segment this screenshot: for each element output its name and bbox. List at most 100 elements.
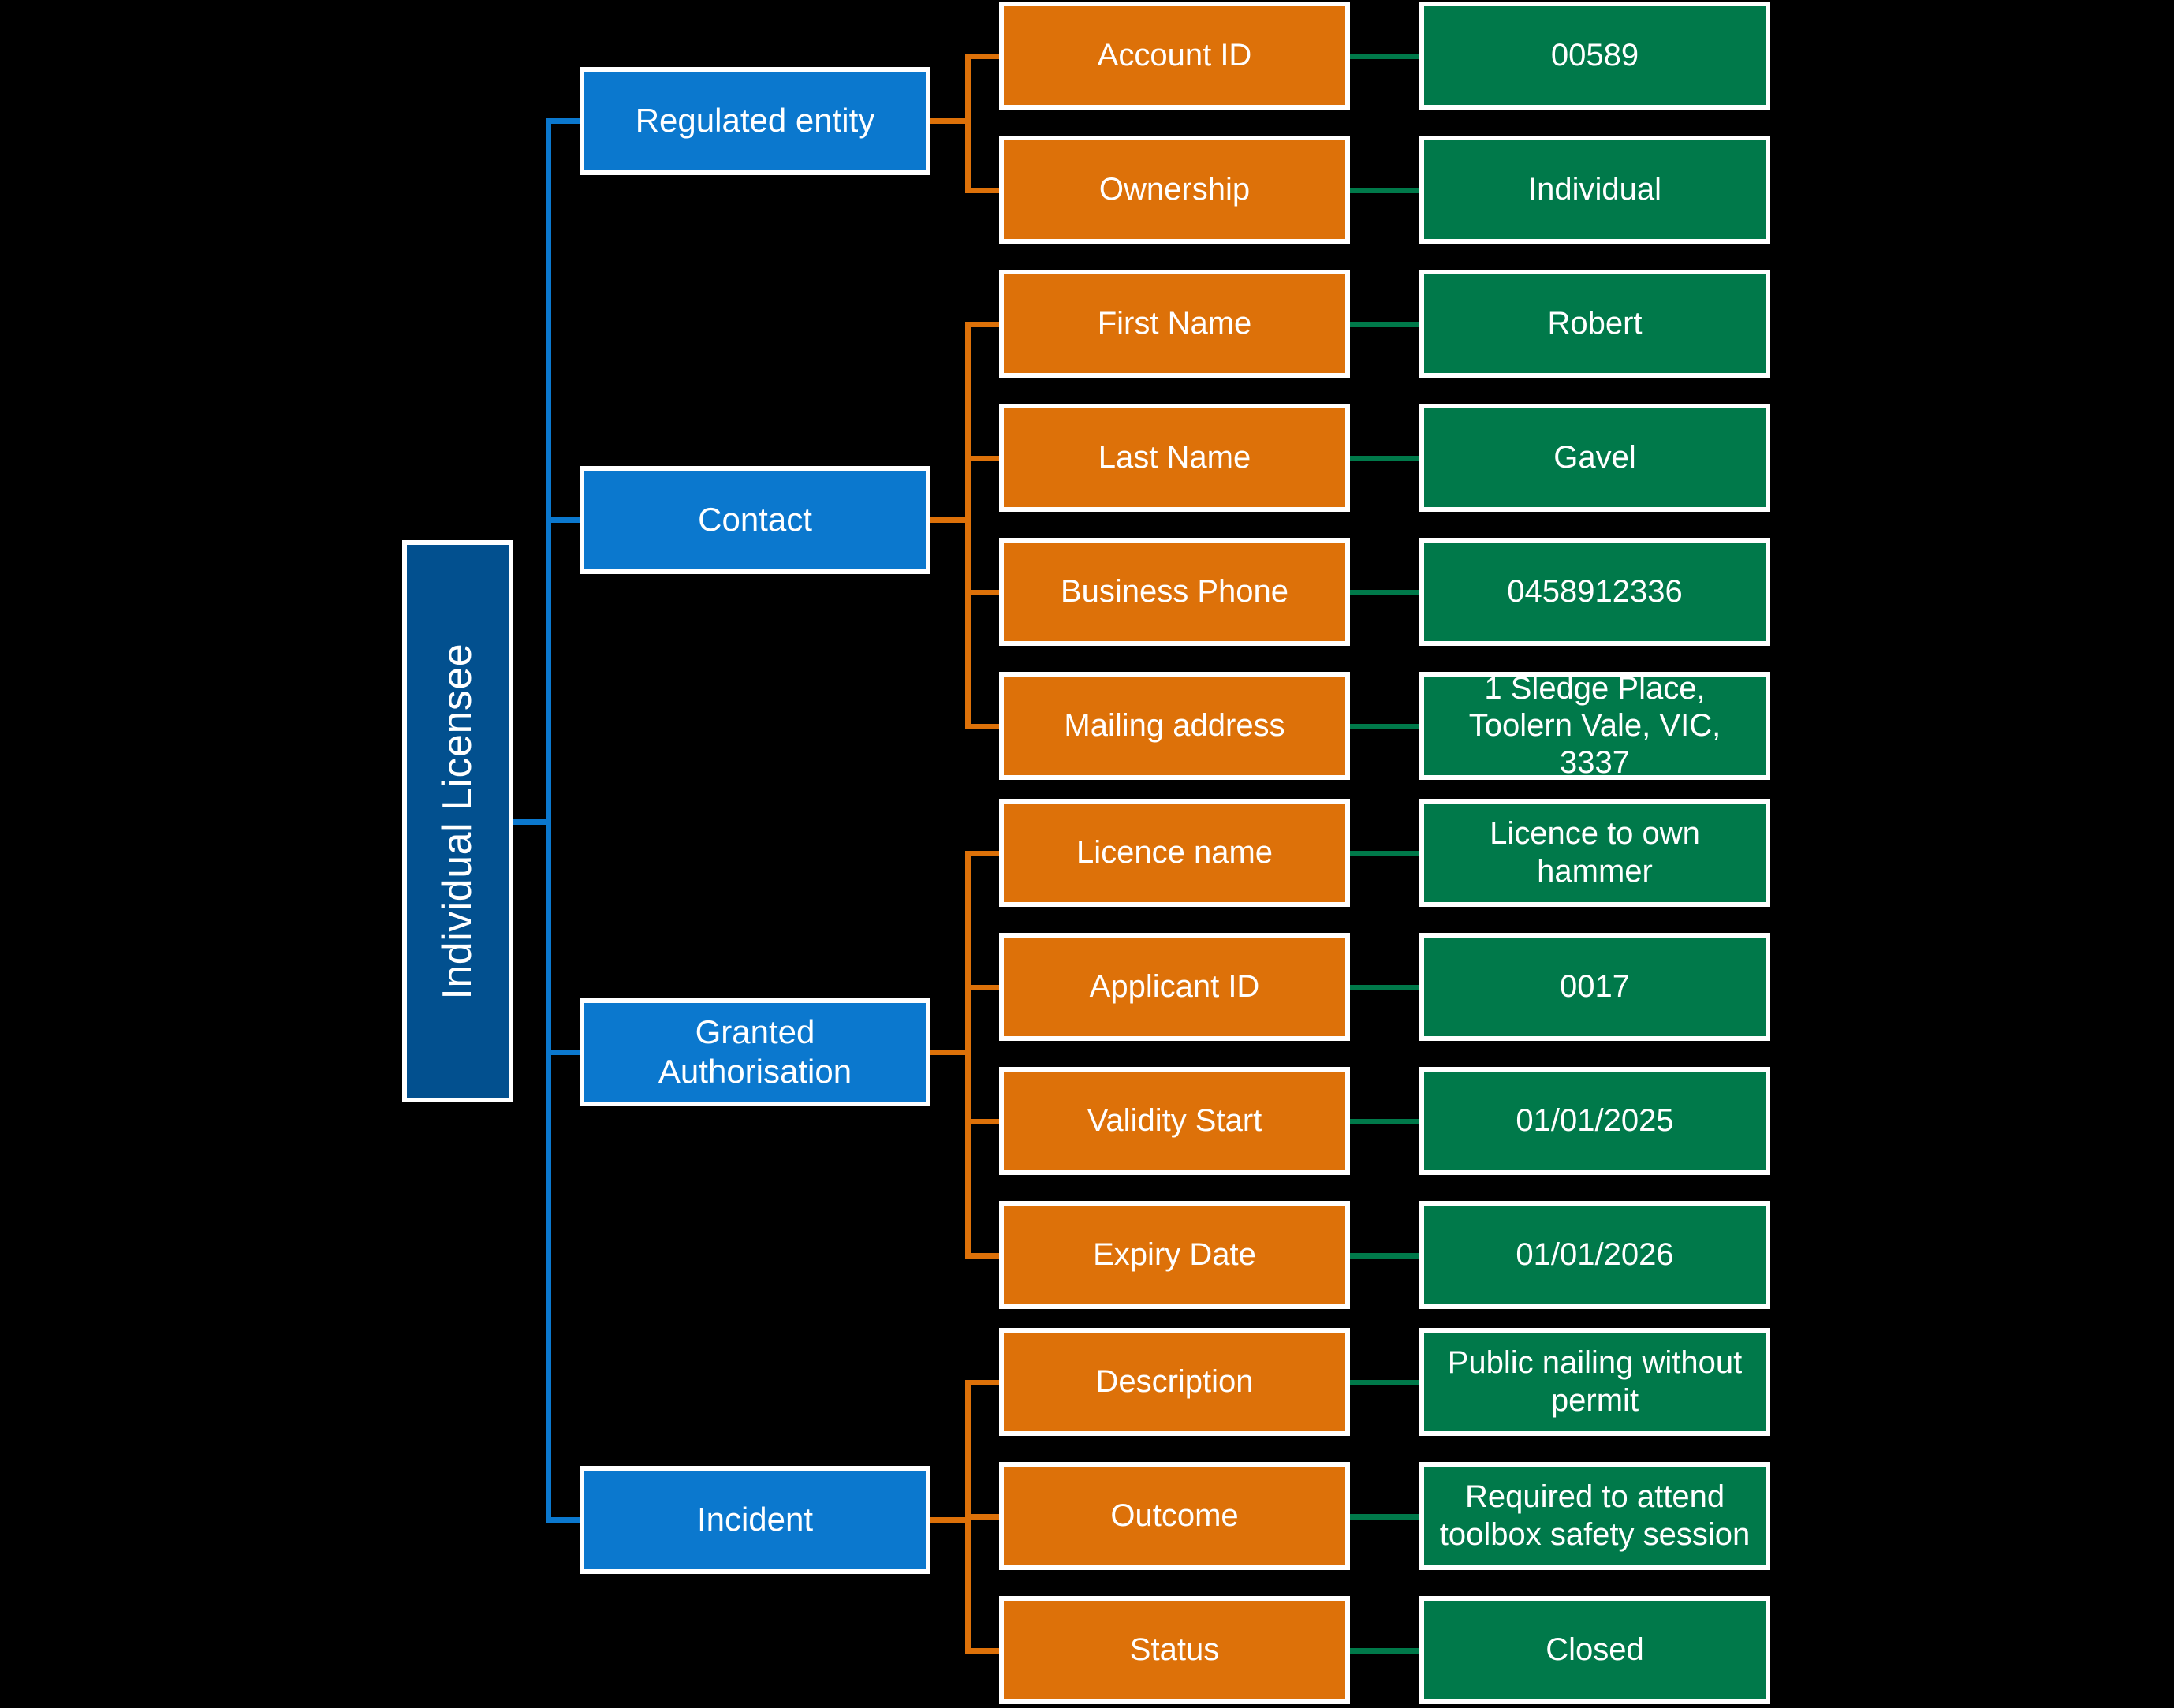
value-box[interactable]: 00589 (1419, 2, 1770, 110)
value-box[interactable]: 01/01/2026 (1419, 1201, 1770, 1309)
value-connector-3-1 (1350, 1513, 1419, 1520)
attribute-spine-1 (965, 321, 971, 729)
value-label: 01/01/2025 (1516, 1102, 1674, 1138)
attribute-label: Ownership (1098, 171, 1251, 207)
attribute-connector-1-0 (965, 321, 999, 327)
value-box[interactable]: Robert (1419, 270, 1770, 378)
value-connector-0-0 (1350, 53, 1419, 59)
branch-spine-connector-0 (930, 118, 971, 124)
value-connector-1-2 (1350, 589, 1419, 595)
branch-node-label: Incident (696, 1501, 814, 1538)
root-trunk-connector (513, 819, 551, 825)
attribute-box[interactable]: Last Name (999, 404, 1350, 512)
value-connector-2-1 (1350, 984, 1419, 990)
attribute-label: Account ID (1097, 37, 1252, 73)
attribute-connector-1-3 (965, 723, 999, 729)
attribute-label: Expiry Date (1093, 1236, 1256, 1272)
attribute-connector-1-2 (965, 589, 999, 595)
attribute-label: Business Phone (1060, 573, 1289, 609)
value-box[interactable]: Individual (1419, 136, 1770, 244)
branch-node-2[interactable]: Granted Authorisation (580, 998, 930, 1106)
value-box[interactable]: 0458912336 (1419, 538, 1770, 646)
attribute-spine-0 (965, 53, 971, 193)
value-box[interactable]: Required to attend toolbox safety sessio… (1419, 1462, 1770, 1570)
attribute-connector-0-0 (965, 53, 999, 59)
branch-spine-connector-1 (930, 517, 971, 523)
value-box[interactable]: Closed (1419, 1596, 1770, 1704)
attribute-box[interactable]: Account ID (999, 2, 1350, 110)
attribute-label: Status (1129, 1632, 1220, 1667)
attribute-box[interactable]: Status (999, 1596, 1350, 1704)
value-connector-1-1 (1350, 455, 1419, 461)
branch-node-1[interactable]: Contact (580, 465, 930, 574)
attribute-label: Mailing address (1064, 707, 1285, 743)
value-connector-2-2 (1350, 1118, 1419, 1124)
value-connector-3-2 (1350, 1647, 1419, 1654)
value-box[interactable]: Gavel (1419, 404, 1770, 512)
attribute-box[interactable]: Ownership (999, 136, 1350, 244)
branch-spine-connector-2 (930, 1050, 971, 1055)
attribute-box[interactable]: Applicant ID (999, 933, 1350, 1041)
attribute-box[interactable]: Business Phone (999, 538, 1350, 646)
value-label: 0017 (1560, 968, 1630, 1004)
value-label: Robert (1547, 305, 1643, 341)
attribute-connector-3-2 (965, 1647, 999, 1654)
value-connector-1-0 (1350, 321, 1419, 327)
value-label: Public nailing without permit (1447, 1345, 1743, 1418)
attribute-connector-0-1 (965, 187, 999, 193)
branch-node-3[interactable]: Incident (580, 1465, 930, 1574)
root-node-label: Individual Licensee (434, 643, 480, 1000)
attribute-label: Applicant ID (1089, 968, 1260, 1004)
attribute-connector-2-1 (965, 984, 999, 990)
value-connector-1-3 (1350, 723, 1419, 729)
attribute-box[interactable]: Mailing address (999, 672, 1350, 780)
branch-connector-1 (546, 517, 580, 523)
value-label: 1 Sledge Place, Toolern Vale, VIC, 3337 (1468, 670, 1721, 781)
attribute-spine-2 (965, 850, 971, 1259)
value-box[interactable]: 1 Sledge Place, Toolern Vale, VIC, 3337 (1419, 670, 1770, 781)
branch-connector-3 (546, 1517, 580, 1523)
attribute-connector-2-3 (965, 1252, 999, 1259)
value-box[interactable]: 0017 (1419, 933, 1770, 1041)
attribute-box[interactable]: Expiry Date (999, 1201, 1350, 1309)
value-connector-3-0 (1350, 1379, 1419, 1385)
attribute-connector-2-0 (965, 850, 999, 856)
value-label: Licence to own hammer (1490, 816, 1700, 889)
value-label: Gavel (1553, 439, 1636, 475)
attribute-label: Validity Start (1087, 1102, 1262, 1138)
attribute-label: Outcome (1110, 1497, 1239, 1533)
attribute-label: Description (1095, 1363, 1254, 1399)
value-box[interactable]: 01/01/2025 (1419, 1067, 1770, 1175)
branch-node-label: Contact (698, 501, 812, 539)
value-label: Closed (1546, 1632, 1644, 1667)
attribute-connector-3-0 (965, 1379, 999, 1385)
attribute-label: First Name (1097, 305, 1252, 341)
attribute-box[interactable]: Licence name (999, 799, 1350, 907)
attribute-box[interactable]: Outcome (999, 1462, 1350, 1570)
value-connector-2-3 (1350, 1252, 1419, 1259)
branch-node-0[interactable]: Regulated entity (580, 66, 930, 175)
value-label: Individual (1527, 171, 1661, 207)
branch-spine-connector-3 (930, 1517, 971, 1523)
value-connector-0-1 (1350, 187, 1419, 193)
attribute-connector-1-1 (965, 455, 999, 461)
value-label: 00589 (1550, 37, 1639, 73)
attribute-connector-2-2 (965, 1118, 999, 1124)
branch-node-label: Regulated entity (635, 102, 875, 140)
branch-node-label: Granted Authorisation (658, 1013, 852, 1090)
attribute-box[interactable]: Description (999, 1328, 1350, 1436)
branch-connector-0 (546, 118, 580, 124)
value-box[interactable]: Licence to own hammer (1419, 799, 1770, 907)
root-node[interactable]: Individual Licensee (402, 540, 513, 1102)
value-connector-2-0 (1350, 850, 1419, 856)
attribute-connector-3-1 (965, 1513, 999, 1520)
attribute-label: Licence name (1076, 834, 1273, 870)
value-label: Required to attend toolbox safety sessio… (1439, 1479, 1751, 1552)
branch-connector-2 (546, 1050, 580, 1055)
attribute-box[interactable]: Validity Start (999, 1067, 1350, 1175)
value-label: 01/01/2026 (1516, 1236, 1674, 1272)
value-box[interactable]: Public nailing without permit (1419, 1328, 1770, 1436)
attribute-label: Last Name (1098, 439, 1251, 475)
attribute-box[interactable]: First Name (999, 270, 1350, 378)
